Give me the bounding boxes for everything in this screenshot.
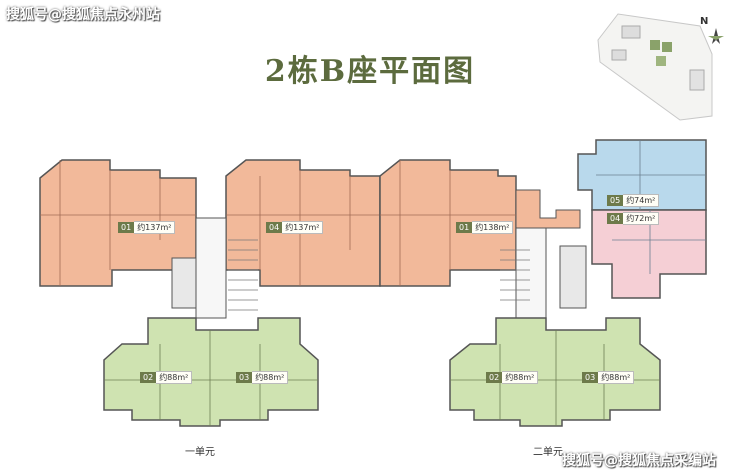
- unit-2-label: 二单元: [533, 447, 563, 458]
- apartment-badge: 02 约88m²: [140, 371, 193, 384]
- site-key-map: [597, 13, 713, 121]
- unit-2-lower: [449, 317, 661, 427]
- apartment-badge: 05 约74m²: [607, 194, 660, 207]
- watermark-bottom: 搜狐号@搜狐焦点采编站: [562, 453, 716, 469]
- apartment-number: 04: [607, 213, 624, 224]
- apartment-number: 01: [118, 222, 135, 233]
- watermark-top: 搜狐号@搜狐焦点永州站: [6, 7, 160, 23]
- apartment-number: 02: [140, 372, 157, 383]
- apartment-number: 02: [486, 372, 503, 383]
- apartment-badge: 01 约138m²: [456, 221, 514, 234]
- apartment-area: 约137m²: [134, 221, 176, 234]
- apartment-area: 约74m²: [623, 194, 660, 207]
- apartment-area: 约138m²: [472, 221, 514, 234]
- apartment-number: 03: [236, 372, 253, 383]
- apartment-badge: 01 约137m²: [118, 221, 176, 234]
- apartment-number: 05: [607, 195, 624, 206]
- unit-1-lower: [103, 317, 319, 427]
- unit-2-right: [577, 139, 707, 299]
- apartment-area: 约72m²: [623, 212, 660, 225]
- apartment-area: 约88m²: [252, 371, 289, 384]
- apartment-area: 约88m²: [156, 371, 193, 384]
- apartment-badge: 03 约88m²: [582, 371, 635, 384]
- compass-label: N: [700, 16, 709, 27]
- apartment-badge: 02 约88m²: [486, 371, 539, 384]
- apartment-number: 03: [582, 372, 599, 383]
- apartment-number: 04: [266, 222, 283, 233]
- apartment-number: 01: [456, 222, 473, 233]
- apartment-area: 约88m²: [502, 371, 539, 384]
- apartment-area: 约137m²: [282, 221, 324, 234]
- apartment-badge: 03 约88m²: [236, 371, 289, 384]
- page-title: 2栋B座平面图: [264, 54, 476, 89]
- unit-1-upper: [39, 159, 381, 319]
- unit-1-label: 一单元: [185, 447, 215, 458]
- unit-2-upper: [379, 159, 587, 319]
- apartment-badge: 04 约72m²: [607, 212, 660, 225]
- apartment-area: 约88m²: [598, 371, 635, 384]
- apartment-badge: 04 约137m²: [266, 221, 324, 234]
- compass-icon: [708, 28, 724, 44]
